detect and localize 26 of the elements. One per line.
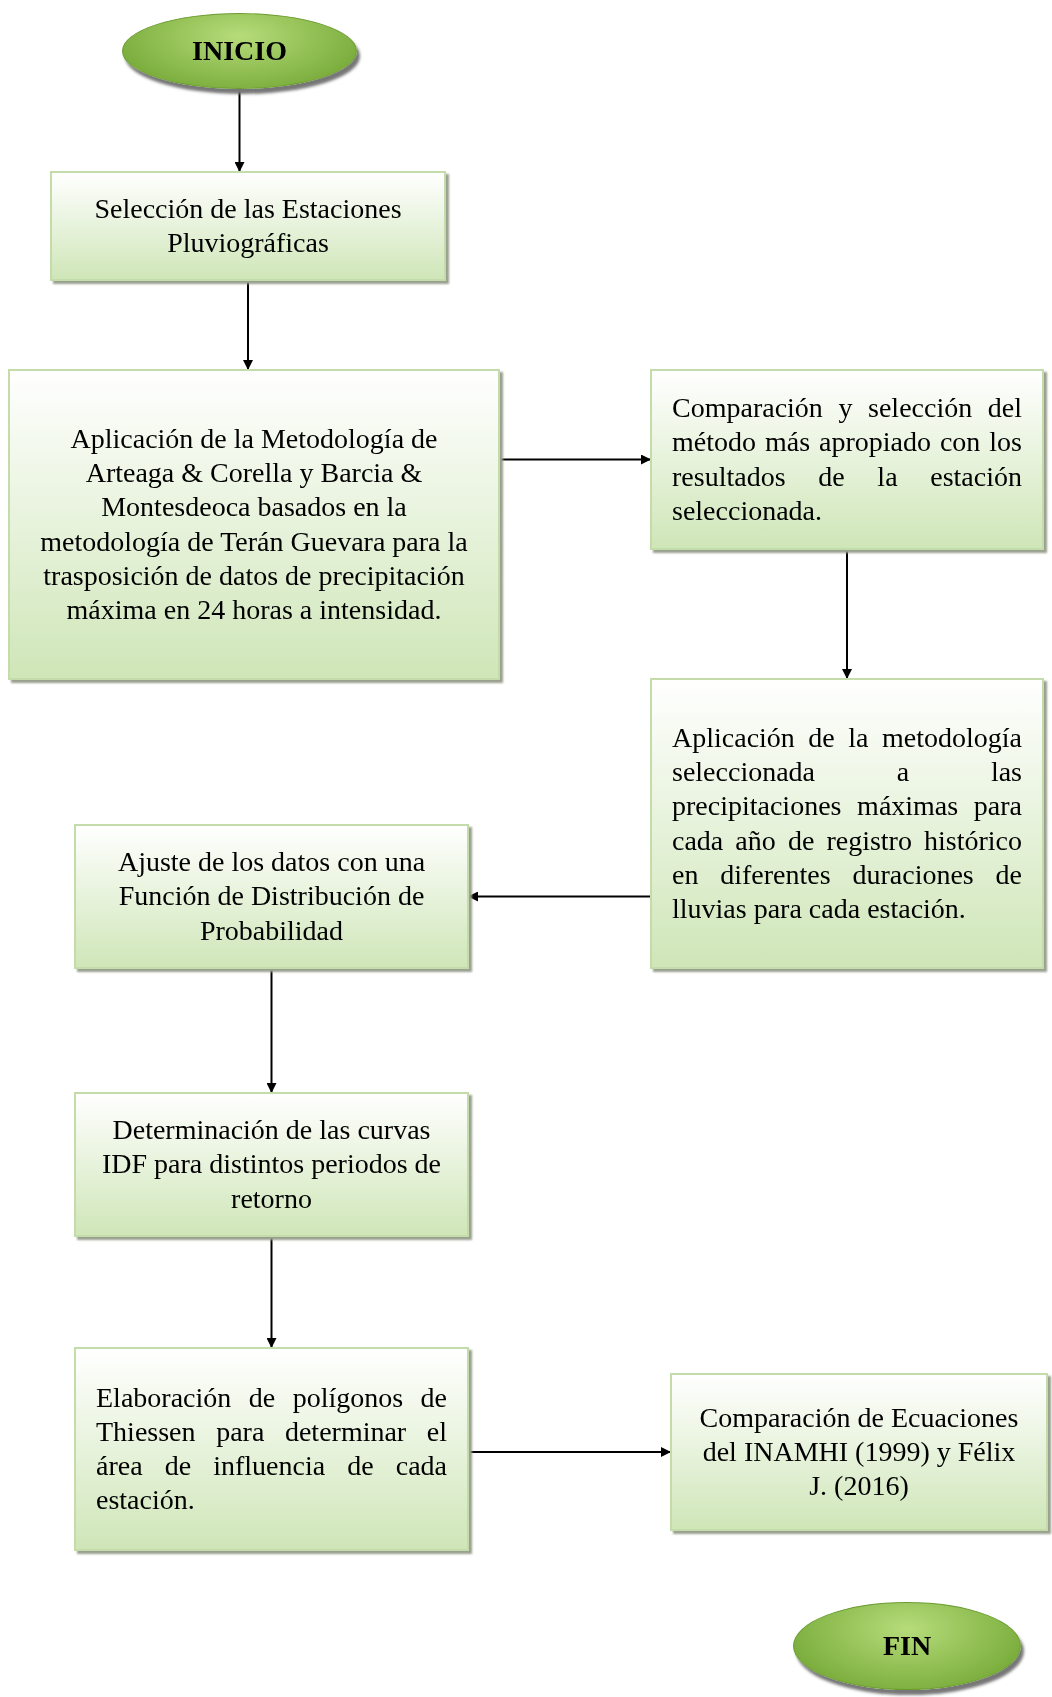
- arrow: [266, 968, 277, 1093]
- step-text: Determinación de las curvas IDF para distintos periodos de retorno: [100, 1113, 443, 1216]
- process-box: [74, 1092, 469, 1237]
- process-box: [650, 678, 1044, 969]
- arrow: [499, 454, 651, 465]
- process-box: [50, 171, 446, 281]
- arrow: [468, 891, 651, 902]
- terminal-label: INICIO: [191, 33, 288, 68]
- step-text: Aplicación de la Metodología de Arteaga & Corella y Barcia & Montesdeoca basados en la metodología de Terán Guevara para la trasposición de datos de precipitación máxima en 24 horas a intensidad.: [39, 422, 469, 627]
- arrow: [243, 280, 253, 370]
- arrow: [234, 88, 245, 172]
- arrow: [842, 549, 852, 679]
- step-text: Elaboración de polígonos de Thiessen para determinar el área de influencia de cada estación.: [96, 1380, 447, 1518]
- arrow: [266, 1236, 277, 1348]
- process-box: [74, 824, 469, 969]
- step-text: Comparación y selección del método más apropiado con los resultados de la estación seleccionada.: [672, 391, 1022, 528]
- process-box: [650, 369, 1044, 550]
- step-text: Ajuste de los datos con una Función de Distribución de Probabilidad: [116, 845, 427, 948]
- terminal-label: FIN: [881, 1628, 933, 1663]
- step-text: Aplicación de la metodología seleccionada a las precipitaciones máximas para cada año de registro histórico en diferentes duraciones de lluvias para cada estación.: [672, 721, 1022, 926]
- process-box: [670, 1373, 1048, 1531]
- process-box: [8, 369, 500, 680]
- process-box: [74, 1347, 469, 1551]
- arrow: [468, 1447, 671, 1457]
- step-text: Comparación de Ecuaciones del INAMHI (1999) y Félix J. (2016): [698, 1400, 1020, 1504]
- step-text: Selección de las Estaciones Pluviográficas: [93, 191, 403, 260]
